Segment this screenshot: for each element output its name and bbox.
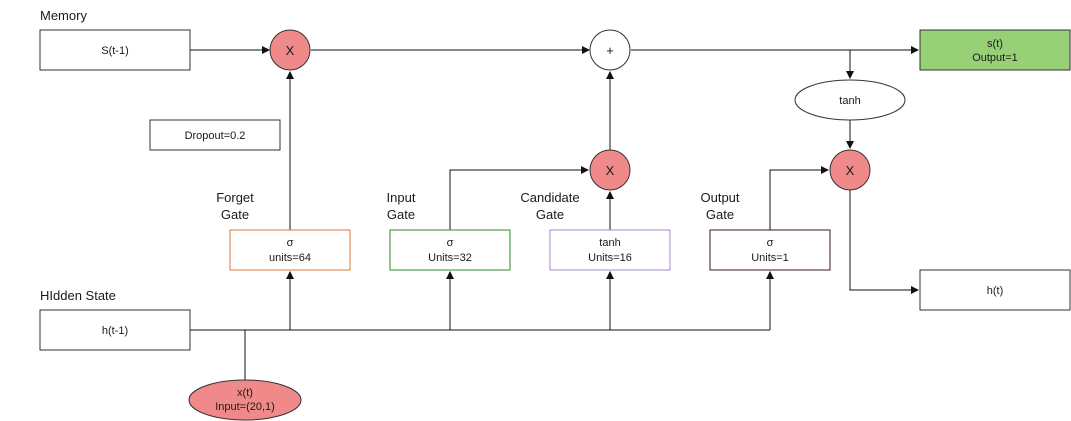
tanh-node: tanh bbox=[794, 79, 906, 121]
input-gate-label-2: Gate bbox=[387, 207, 415, 222]
multiply-symbol: X bbox=[606, 163, 615, 178]
h-out-text: h(t) bbox=[987, 285, 1004, 297]
add-node: + bbox=[589, 29, 631, 71]
candidate-gate-label-2: Gate bbox=[536, 207, 564, 222]
h-prev-text: h(t-1) bbox=[102, 325, 128, 337]
candidate-multiply-node: X bbox=[589, 149, 631, 191]
s-prev-box: S(t-1) bbox=[39, 29, 191, 71]
candidate-gate-line2: Units=16 bbox=[588, 252, 632, 264]
x-in-node: x(t) Input=(20,1) bbox=[188, 379, 302, 421]
hidden-state-label: HIdden State bbox=[40, 288, 116, 303]
output-gate-line2: Units=1 bbox=[751, 252, 789, 264]
s-out-line1: s(t) bbox=[987, 38, 1003, 50]
output-gate-label-2: Gate bbox=[706, 207, 734, 222]
x-in-line2: Input=(20,1) bbox=[215, 401, 275, 413]
multiply-symbol: X bbox=[286, 43, 295, 58]
forget-gate-line1: σ bbox=[287, 237, 294, 249]
h-out-box: h(t) bbox=[919, 269, 1071, 311]
output-multiply-node: X bbox=[829, 149, 871, 191]
output-gate-line1: σ bbox=[767, 237, 774, 249]
output-gate-box: σ Units=1 bbox=[709, 229, 831, 271]
edge-input-gate-to-candidate-multiply bbox=[449, 166, 589, 230]
x-in-line1: x(t) bbox=[237, 387, 253, 399]
input-gate-line1: σ bbox=[447, 237, 454, 249]
input-gate-line2: Units=32 bbox=[428, 252, 472, 264]
multiply-symbol: X bbox=[846, 163, 855, 178]
candidate-gate-line1: tanh bbox=[599, 237, 620, 249]
add-symbol: + bbox=[606, 43, 614, 58]
connections bbox=[190, 46, 919, 380]
candidate-gate-box: tanh Units=16 bbox=[549, 229, 671, 271]
h-prev-box: h(t-1) bbox=[39, 309, 191, 351]
s-out-line2: Output=1 bbox=[972, 52, 1018, 64]
s-out-box: s(t) Output=1 bbox=[919, 29, 1071, 71]
forget-gate-line2: units=64 bbox=[269, 252, 311, 264]
input-gate-box: σ Units=32 bbox=[389, 229, 511, 271]
edge-output-multiply-to-ht bbox=[849, 190, 919, 294]
s-prev-text: S(t-1) bbox=[101, 45, 129, 57]
forget-gate-label-1: Forget bbox=[216, 190, 254, 205]
input-gate-label-1: Input bbox=[387, 190, 416, 205]
dropout-box: Dropout=0.2 bbox=[149, 119, 281, 151]
forget-gate-box: σ units=64 bbox=[229, 229, 351, 271]
memory-label: Memory bbox=[40, 8, 87, 23]
edge-output-gate-to-multiply bbox=[769, 166, 829, 230]
candidate-gate-label-1: Candidate bbox=[520, 190, 579, 205]
tanh-text: tanh bbox=[839, 95, 860, 107]
forget-multiply-node: X bbox=[269, 29, 311, 71]
dropout-text: Dropout=0.2 bbox=[185, 130, 246, 142]
forget-gate-label-2: Gate bbox=[221, 207, 249, 222]
output-gate-label-1: Output bbox=[700, 190, 739, 205]
